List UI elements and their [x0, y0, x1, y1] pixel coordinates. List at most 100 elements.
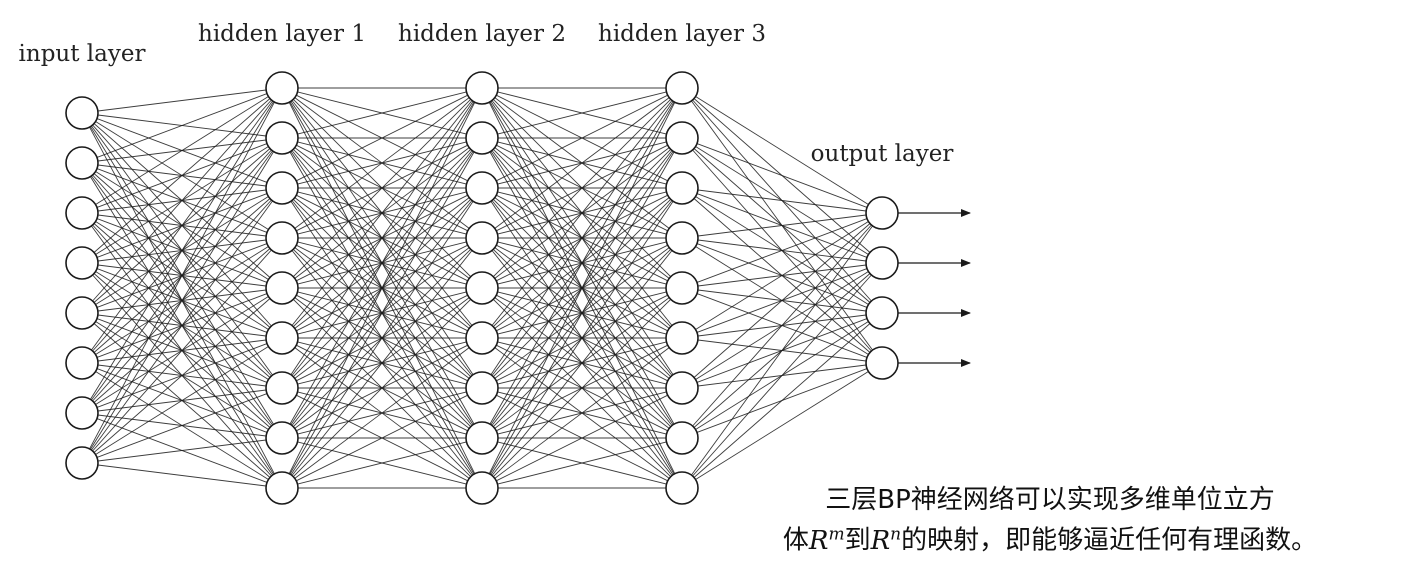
- neuron-hidden-1-3: [265, 171, 299, 205]
- connection-line: [496, 394, 668, 482]
- layer-label-hidden-3: hidden layer 3: [598, 21, 766, 47]
- connection-line: [96, 93, 268, 158]
- math-r-n-exponent: n: [890, 524, 902, 544]
- connection-line: [695, 371, 869, 480]
- connection-line: [697, 214, 867, 237]
- connection-line: [491, 250, 673, 476]
- connection-line: [693, 323, 871, 478]
- connection-line: [289, 151, 475, 475]
- connection-line: [289, 101, 475, 425]
- math-r-n: Rn: [870, 524, 902, 556]
- neuron-input-2: [65, 146, 99, 180]
- connection-line: [695, 221, 869, 330]
- neuron-output-1: [865, 196, 899, 230]
- neuron-hidden-2-7: [465, 371, 499, 405]
- layer-label-input: input layer: [19, 41, 146, 67]
- connection-line: [292, 298, 472, 478]
- connection-line: [297, 441, 467, 485]
- neuron-hidden-3-9: [665, 471, 699, 505]
- neuron-hidden-2-8: [465, 421, 499, 455]
- connection-line: [89, 101, 275, 450]
- neuron-hidden-2-3: [465, 171, 499, 205]
- connection-line: [488, 102, 676, 474]
- connection-line: [492, 298, 672, 478]
- neuron-hidden-3-7: [665, 371, 699, 405]
- neuron-hidden-3-5: [665, 271, 699, 305]
- caption-line-1: 三层BP神经网络可以实现多维单位立方: [825, 485, 1275, 515]
- neuron-input-8: [65, 446, 99, 480]
- connection-line: [292, 98, 472, 278]
- connection-line: [90, 101, 274, 400]
- connection-line: [489, 151, 675, 475]
- neuron-hidden-2-4: [465, 221, 499, 255]
- connection-line: [497, 91, 667, 135]
- caption-line-2: 体Rm到Rn的映射，即能够逼近任何有理函数。: [700, 517, 1400, 558]
- layer-labels: input layer hidden layer 1 hidden layer …: [19, 21, 954, 167]
- connection-line: [97, 464, 267, 487]
- connection-line: [695, 96, 869, 205]
- connection-line: [91, 100, 273, 351]
- neuron-hidden-1-2: [265, 121, 299, 155]
- connection-line: [294, 347, 470, 479]
- connection-line: [491, 100, 673, 326]
- connection-line: [95, 96, 269, 205]
- connection-line: [697, 189, 867, 212]
- neuron-hidden-2-1: [465, 71, 499, 105]
- neuron-hidden-2-5: [465, 271, 499, 305]
- connection-line: [696, 143, 868, 208]
- math-r-m-base: R: [808, 525, 829, 556]
- neuron-input-3: [65, 196, 99, 230]
- caption-text-suffix: 的映射，即能够逼近任何有理函数。: [901, 525, 1318, 556]
- connection-line: [90, 151, 274, 450]
- connections: [89, 87, 873, 489]
- neuron-hidden-1-8: [265, 421, 299, 455]
- connection-line: [489, 101, 675, 425]
- output-arrows: [898, 209, 971, 367]
- neuron-hidden-2-9: [465, 471, 499, 505]
- connection-line: [497, 441, 667, 485]
- layer-label-hidden-1: hidden layer 1: [198, 21, 366, 47]
- connection-line: [288, 102, 476, 474]
- neuron-hidden-1-1: [265, 71, 299, 105]
- caption-text-prefix: 体: [782, 525, 809, 556]
- neuron-hidden-3-8: [665, 421, 699, 455]
- connection-line: [291, 250, 473, 476]
- connection-line: [97, 89, 267, 112]
- connection-line: [92, 249, 272, 452]
- caption-text-mid: 到: [844, 525, 871, 556]
- neuron-hidden-3-2: [665, 121, 699, 155]
- neuron-hidden-3-1: [665, 71, 699, 105]
- neuron-hidden-1-5: [265, 271, 299, 305]
- connection-line: [93, 98, 271, 253]
- neuron-input-5: [65, 296, 99, 330]
- layer-label-hidden-2: hidden layer 2: [398, 21, 566, 47]
- neuron-hidden-2-6: [465, 321, 499, 355]
- connection-line: [290, 101, 474, 375]
- layer-label-output: output layer: [811, 141, 954, 167]
- neuron-hidden-1-7: [265, 371, 299, 405]
- connection-line: [92, 99, 272, 302]
- neuron-hidden-2-2: [465, 121, 499, 155]
- connection-line: [490, 201, 674, 475]
- connection-line: [492, 98, 672, 278]
- math-r-n-base: R: [870, 525, 891, 556]
- caption: 三层BP神经网络可以实现多维单位立方 体Rm到Rn的映射，即能够逼近任何有理函数…: [700, 483, 1400, 558]
- neurons: [65, 71, 899, 505]
- math-r-m: Rm: [808, 524, 845, 556]
- connection-line: [96, 393, 268, 458]
- connection-line: [696, 218, 868, 283]
- connection-line: [297, 91, 467, 135]
- neuron-output-3: [865, 296, 899, 330]
- neuron-input-7: [65, 396, 99, 430]
- connection-line: [691, 225, 873, 476]
- connection-line: [496, 94, 668, 182]
- connection-line: [91, 200, 273, 451]
- neuron-output-4: [865, 346, 899, 380]
- neuron-hidden-1-6: [265, 321, 299, 355]
- connection-line: [290, 201, 474, 475]
- neuron-hidden-1-9: [265, 471, 299, 505]
- neuron-hidden-3-4: [665, 221, 699, 255]
- connection-line: [494, 347, 670, 479]
